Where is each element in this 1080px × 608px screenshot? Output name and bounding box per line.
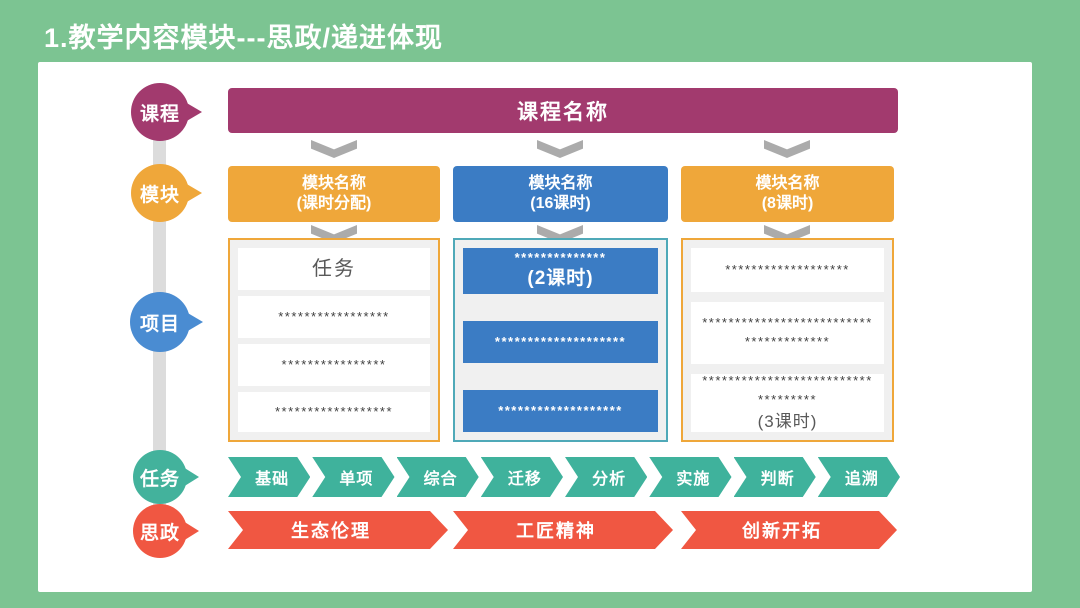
task-step: 实施 <box>649 457 731 497</box>
module-box-1: 模块名称 (课时分配) <box>228 166 440 222</box>
project-item: ************************** ********* (3课… <box>691 372 884 432</box>
project-item-line: ************************** <box>702 372 873 388</box>
ideology-arrow-2: 工匠精神 <box>453 511 673 549</box>
project-item: ******************* <box>463 390 658 432</box>
module-box-2: 模块名称 (16课时) <box>453 166 668 222</box>
ideology-arrow-3: 创新开拓 <box>681 511 897 549</box>
project-item-line: ************* <box>744 334 831 349</box>
project-item-line: ************** <box>514 250 607 266</box>
chevron-down-icon <box>311 140 357 158</box>
rail-tail-xiangmu <box>186 312 203 332</box>
task-chevron-row: 基础 单项 综合 迁移 分析 实施 判断 追溯 <box>228 457 900 497</box>
task-step: 基础 <box>228 457 310 497</box>
rail-tail-mokuai <box>185 183 202 203</box>
rail-badge-ideology: 思政 <box>133 504 187 558</box>
project-item-line: ************************** <box>702 315 873 331</box>
project-column-3: ******************* ********************… <box>681 238 894 442</box>
content-panel: 课程 模块 项目 任务 思政 课程名称 模块名称 (课时分配) 模块名称 (16… <box>38 62 1032 592</box>
module-2-hours: (16课时) <box>530 195 591 212</box>
rail-badge-task: 任务 <box>133 450 187 504</box>
task-step: 追溯 <box>818 457 900 497</box>
chevron-down-icon <box>537 140 583 158</box>
rail-badge-module: 模块 <box>131 164 189 222</box>
project-item-hours: (2课时) <box>527 268 594 290</box>
project-item: ************** (2课时) <box>463 248 658 294</box>
rail-badge-course: 课程 <box>131 83 189 141</box>
task-step: 综合 <box>397 457 479 497</box>
project-item: ***************** <box>238 296 430 338</box>
project-item: ******************* <box>691 248 884 292</box>
rail-tail-sizheng <box>183 521 199 541</box>
project-column-2: ************** (2课时) *******************… <box>453 238 668 442</box>
project-item: 任务 <box>238 248 430 290</box>
task-step: 分析 <box>565 457 647 497</box>
chevron-down-icon <box>764 140 810 158</box>
module-3-name: 模块名称 <box>755 175 820 192</box>
course-name-banner: 课程名称 <box>228 88 898 133</box>
rail-badge-project: 项目 <box>130 292 190 352</box>
task-step: 判断 <box>734 457 816 497</box>
project-item: **************** <box>238 344 430 386</box>
task-step: 单项 <box>312 457 394 497</box>
ideology-arrow-1: 生态伦理 <box>228 511 448 549</box>
project-item-hours: (3课时) <box>757 411 818 431</box>
module-1-hours: (课时分配) <box>296 195 372 212</box>
module-3-hours: (8课时) <box>761 195 814 212</box>
project-item: ************************** ************* <box>691 302 884 364</box>
page-title: 1.教学内容模块---思政/递进体现 <box>44 23 443 53</box>
project-item: ****************** <box>238 392 430 432</box>
project-item-line: ********* <box>757 391 818 407</box>
project-item: ******************** <box>463 321 658 363</box>
rail-tail-kecheng <box>185 102 202 122</box>
project-column-1: 任务 ***************** **************** **… <box>228 238 440 442</box>
task-step: 迁移 <box>481 457 563 497</box>
module-box-3: 模块名称 (8课时) <box>681 166 894 222</box>
module-2-name: 模块名称 <box>528 175 593 192</box>
module-1-name: 模块名称 <box>301 175 366 192</box>
rail-tail-renwu <box>183 467 199 487</box>
